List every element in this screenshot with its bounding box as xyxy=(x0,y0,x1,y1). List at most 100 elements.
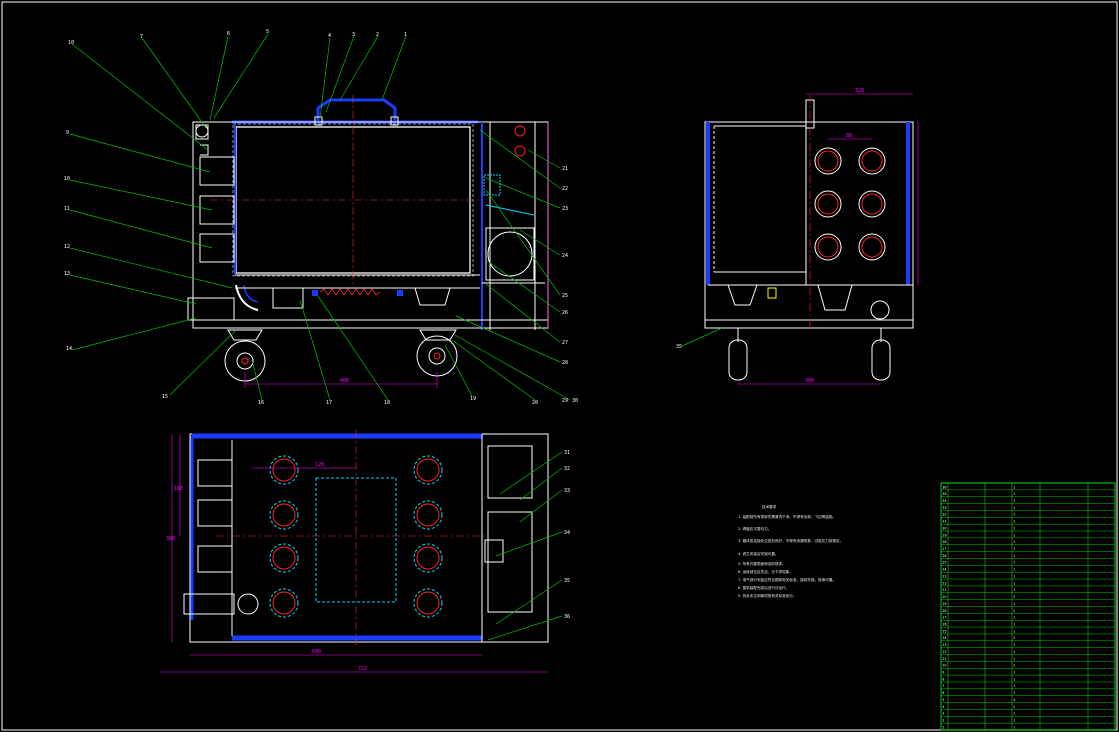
parts-table-cell: 1 xyxy=(1013,533,1015,537)
balloon-top-4: 5 xyxy=(266,29,269,35)
balloon-bottom-4: 18 xyxy=(384,400,390,406)
parts-table-cell: 1 xyxy=(1013,643,1015,647)
parts-table-cell: 4 xyxy=(1013,698,1015,702)
parts-table-cell: 1 xyxy=(1013,684,1015,688)
parts-table-cell: 7 xyxy=(942,684,944,688)
parts-table-cell: 2 xyxy=(1013,609,1015,613)
plan-balloon-1: 31 xyxy=(564,450,570,456)
side-dim-bottom: 300 xyxy=(805,378,814,384)
plan-balloon-3: 33 xyxy=(564,488,570,494)
parts-table-cell: 25 xyxy=(942,561,946,565)
balloon-top-6: 3 xyxy=(352,32,355,38)
balloon-right-4: 24 xyxy=(562,253,568,259)
balloon-right-2: 22 xyxy=(562,186,568,192)
parts-table-cell: 23 xyxy=(942,574,946,578)
parts-table-cell: 35 xyxy=(942,492,946,496)
balloon-left-2: 10 xyxy=(64,176,70,182)
plan-view: 600 722 360 160 120 xyxy=(160,430,549,673)
parts-table-cell: 1 xyxy=(1013,554,1015,558)
plan-dim-height: 360 xyxy=(166,536,175,542)
balloon-left-3: 11 xyxy=(64,206,70,212)
plan-dim-sub-2: 120 xyxy=(315,462,324,468)
parts-table-cell: 24 xyxy=(942,568,946,572)
parts-table-cell: 3 xyxy=(942,712,944,716)
parts-table-cell: 31 xyxy=(942,520,946,524)
plan-dim-inner: 600 xyxy=(312,649,321,655)
note-8: 8. 整机装配完成后进行试运行。 xyxy=(738,585,789,590)
balloon-bottom-6: 20 xyxy=(532,400,538,406)
parts-table-cell: 1 xyxy=(1013,622,1015,626)
parts-table-cell: 1 xyxy=(1013,588,1015,592)
parts-table-cell: 1 xyxy=(1013,547,1015,551)
parts-table-cell: 1 xyxy=(1013,513,1015,517)
parts-table-cell: 1 xyxy=(1013,492,1015,496)
parts-table-cell: 9 xyxy=(942,671,944,675)
plan-dim-sub-1: 160 xyxy=(174,486,183,492)
parts-table-cell: 1 xyxy=(1013,574,1015,578)
parts-table-cell: 1 xyxy=(1013,712,1015,716)
balloon-right-3: 23 xyxy=(562,206,568,212)
parts-table-cell: 18 xyxy=(942,609,946,613)
parts-table-cell: 1 xyxy=(1013,657,1015,661)
balloon-top-3: 6 xyxy=(227,31,230,37)
parts-table-cell: 19 xyxy=(942,602,946,606)
note-1: 1. 装配前所有零部件需清洗干净，不得有毛刺、飞边等缺陷。 xyxy=(738,514,836,519)
balloon-top-8: 1 xyxy=(404,32,407,38)
balloon-left-5: 13 xyxy=(64,271,70,277)
side-dim-top: 320 xyxy=(855,88,864,94)
parts-table-cell: 33 xyxy=(942,506,946,510)
parts-table-cell: 1 xyxy=(1013,725,1015,729)
parts-table-cell: 15 xyxy=(942,629,946,633)
parts-table-cell: 4 xyxy=(942,705,944,709)
note-9: 9. 其余未注明事项按有关标准执行。 xyxy=(738,593,796,598)
balloon-top-1: 10 xyxy=(68,40,74,46)
balloon-right-10: 30 xyxy=(572,398,578,404)
parts-table-cell: 1 xyxy=(1013,540,1015,544)
parts-table-cell: 1 xyxy=(1013,485,1015,489)
parts-table-cell: 8 xyxy=(942,677,944,681)
plan-balloon-5: 35 xyxy=(564,578,570,584)
parts-table-cell: 17 xyxy=(942,616,946,620)
parts-table-cell: 13 xyxy=(942,643,946,647)
parts-table-cell: 16 xyxy=(942,622,946,626)
balloon-right-1: 21 xyxy=(562,166,568,172)
parts-table-cell: 27 xyxy=(942,547,946,551)
balloon-top-2: 7 xyxy=(140,34,143,40)
parts-table-cell: 2 xyxy=(942,719,944,723)
note-3: 3. 箱体各连接处应密封良好，不得有渗漏现象，试验压力按规定。 xyxy=(738,538,843,543)
parts-table-cell: 34 xyxy=(942,499,946,503)
parts-table-cell: 2 xyxy=(1013,705,1015,709)
side-view: 320 80 300 xyxy=(704,88,919,385)
balloon-left-1: 9 xyxy=(66,130,69,136)
balloon-right-6: 26 xyxy=(562,310,568,316)
parts-table-cell: 6 xyxy=(942,691,944,695)
balloon-top-5: 4 xyxy=(328,33,331,39)
balloon-right-9: 29 xyxy=(562,398,568,404)
parts-table-cell: 5 xyxy=(942,698,944,702)
parts-table-cell: 12 xyxy=(942,650,946,654)
parts-table-cell: 26 xyxy=(942,554,946,558)
balloon-bottom-5: 19 xyxy=(470,396,476,402)
parts-table-cell: 1 xyxy=(942,725,944,729)
parts-table-cell: 1 xyxy=(1013,561,1015,565)
side-balloon: 35 xyxy=(676,344,682,350)
parts-table-cell: 2 xyxy=(1013,595,1015,599)
balloon-bottom-1: 15 xyxy=(162,394,168,400)
parts-table-cell: 22 xyxy=(942,581,946,585)
parts-table-cell: 2 xyxy=(1013,526,1015,530)
balloon-right-8: 28 xyxy=(562,360,568,366)
balloon-bottom-2: 16 xyxy=(258,400,264,406)
plan-dim-overall: 722 xyxy=(358,666,367,672)
balloon-top-7: 2 xyxy=(376,32,379,38)
side-dim-hole-pitch: 80 xyxy=(846,133,852,139)
parts-table-cell: 20 xyxy=(942,595,946,599)
parts-table-cell: 2 xyxy=(1013,636,1015,640)
parts-table-cell: 11 xyxy=(942,657,946,661)
balloon-right-7: 27 xyxy=(562,340,568,346)
note-4: 4. 滤芯安装应牢固可靠。 xyxy=(738,551,779,556)
balloon-left-4: 12 xyxy=(64,244,70,250)
parts-table-cell: 14 xyxy=(942,636,946,640)
